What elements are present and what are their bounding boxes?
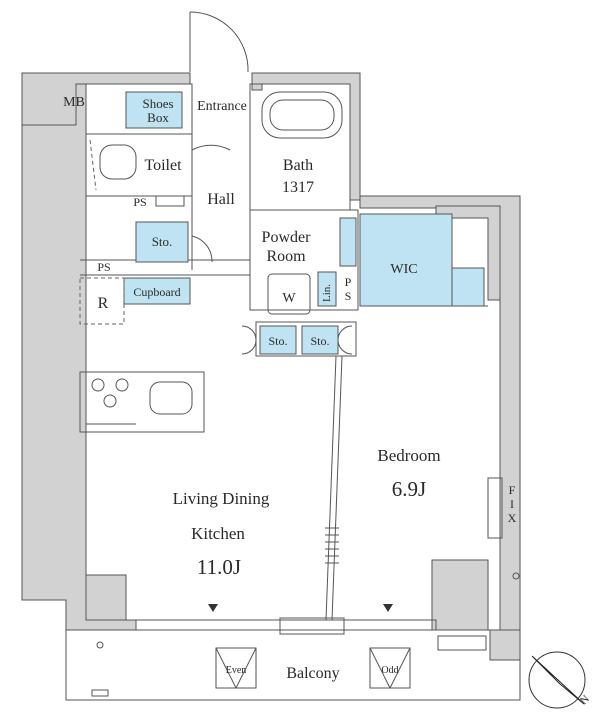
burner-3 — [103, 394, 117, 408]
label-ldk-2: Kitchen — [191, 524, 245, 543]
label-bath-size: 1317 — [282, 179, 314, 196]
label-powder-1: Powder — [262, 229, 312, 246]
window-marker-left — [208, 604, 218, 612]
window-marker-right — [383, 604, 393, 612]
label-sto-mid-1: Sto. — [268, 334, 287, 348]
label-balcony: Balcony — [286, 665, 339, 682]
label-bedroom-size: 6.9J — [392, 477, 426, 501]
label-ldk-size: 11.0J — [197, 555, 241, 579]
balcony-units — [215, 647, 411, 689]
label-lin: Lin. — [321, 284, 333, 302]
entrance-door — [189, 11, 249, 73]
label-sto-mid-2: Sto. — [310, 334, 329, 348]
drain-right — [512, 572, 520, 580]
label-cupboard: Cupboard — [133, 285, 180, 299]
label-r: R — [98, 295, 109, 312]
label-wic: WIC — [390, 262, 417, 277]
label-ps-left: PS — [97, 260, 110, 274]
label-fix-i: I — [510, 497, 514, 511]
burner-1 — [91, 378, 105, 392]
label-sto-left: Sto. — [152, 234, 173, 249]
label-fix-f: F — [509, 483, 516, 497]
label-shoes-box-2: Box — [147, 110, 169, 125]
label-toilet: Toilet — [144, 157, 182, 174]
label-even: Even — [226, 665, 247, 676]
label-ldk-1: Living Dining — [173, 489, 270, 508]
label-ps-right: P — [345, 275, 352, 289]
label-powder-2: Room — [266, 248, 306, 265]
compass-icon — [528, 651, 586, 709]
label-hall: Hall — [207, 191, 235, 208]
interior-doors — [191, 144, 353, 355]
fixtures — [79, 91, 520, 697]
drain-left — [96, 641, 104, 649]
label-shoes-box-1: Shoes — [142, 96, 173, 111]
label-fix-x: X — [508, 511, 517, 525]
label-bath: Bath — [283, 157, 313, 174]
label-mb: MB — [63, 95, 85, 110]
label-ps-top: PS — [133, 195, 146, 209]
label-bedroom: Bedroom — [377, 446, 440, 465]
label-ps-right-2: S — [345, 289, 352, 303]
label-entrance: Entrance — [197, 99, 247, 114]
label-w: W — [282, 291, 296, 306]
storage-closets — [123, 91, 485, 355]
label-odd: Odd — [381, 665, 398, 676]
outer-walls — [21, 72, 521, 701]
burner-2 — [115, 378, 129, 392]
sliding-door-marks — [325, 527, 339, 564]
